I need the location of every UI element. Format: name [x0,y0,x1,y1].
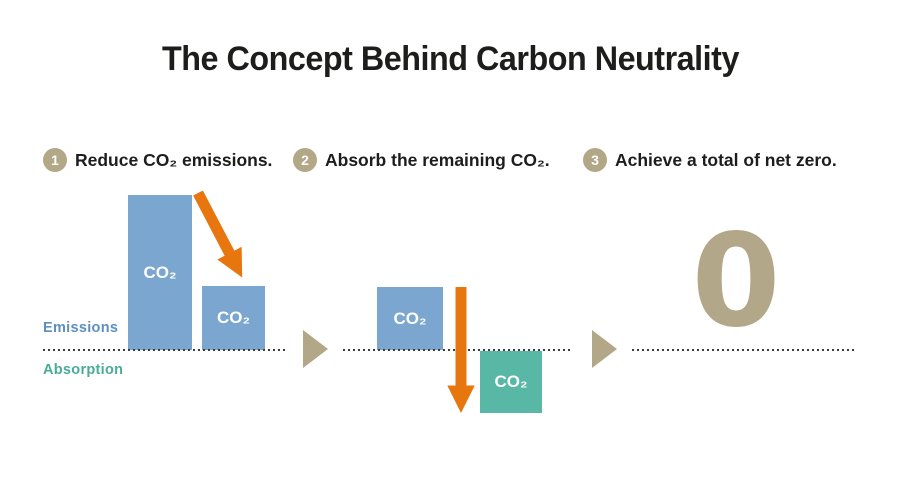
baseline-dotted-line-3 [632,349,855,351]
absorption-bar: CO₂ [480,351,542,413]
emissions-bar-reduced: CO₂ [202,286,265,350]
flow-next-triangle-icon-1 [303,330,328,368]
step-2-label: Absorb the remaining CO₂. [325,149,550,170]
emissions-axis-label: Emissions [43,320,119,336]
absorb-arrow-icon [447,287,475,413]
step-1-number-badge: 1 [43,148,67,172]
emissions-bar-large: CO₂ [128,195,192,350]
flow-next-triangle-icon-2 [592,330,617,368]
step-1-label: Reduce CO₂ emissions. [75,149,273,170]
step-2-header: 2 Absorb the remaining CO₂. [293,148,550,172]
step-3-header: 3 Achieve a total of net zero. [583,148,837,172]
page-title: The Concept Behind Carbon Neutrality [162,40,739,78]
absorption-axis-label: Absorption [43,362,124,378]
step-2-number-badge: 2 [293,148,317,172]
step-3-number-badge: 3 [583,148,607,172]
remaining-emissions-bar: CO₂ [377,287,443,350]
step-1-header: 1 Reduce CO₂ emissions. [43,148,272,172]
reduce-arrow-icon [193,190,243,278]
step-3-label: Achieve a total of net zero. [615,149,837,170]
baseline-dotted-line-1 [43,349,287,351]
net-zero-value: 0 [691,207,781,356]
